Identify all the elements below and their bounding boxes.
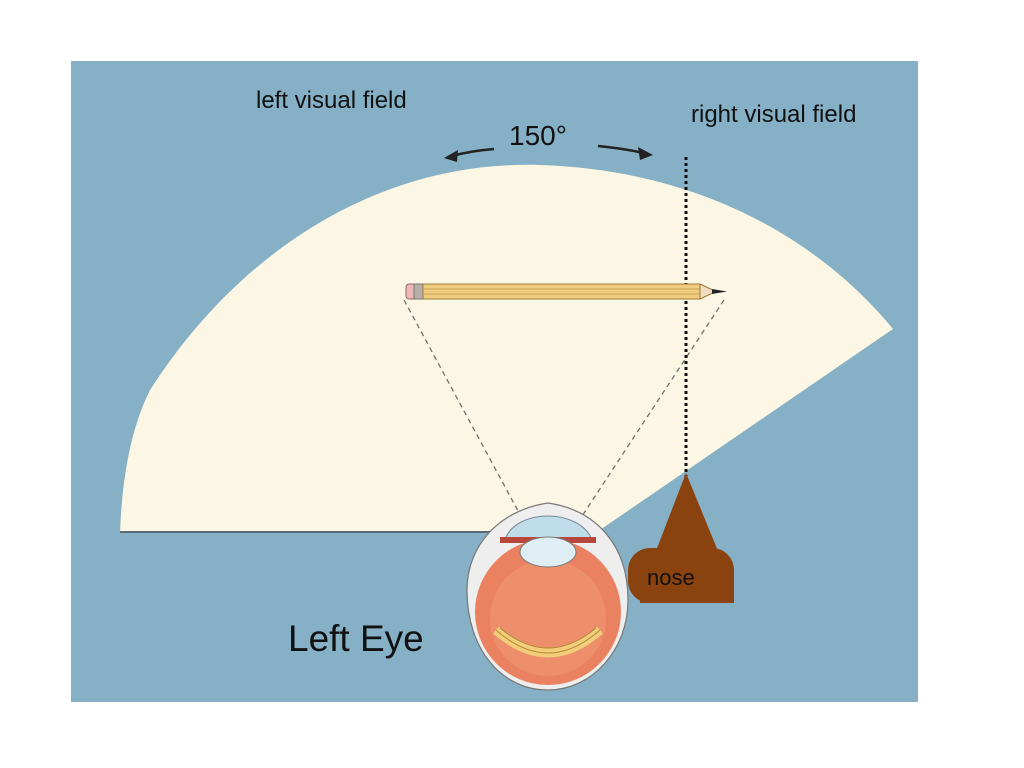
pencil-icon: [405, 283, 727, 300]
nose-icon: [628, 473, 734, 603]
left-visual-field-label: left visual field: [256, 87, 407, 114]
right-visual-field-label: right visual field: [691, 101, 857, 128]
angle-label: 150°: [509, 120, 567, 151]
visual-field-region: [120, 164, 893, 532]
eye-cross-section-icon: [466, 502, 629, 691]
nose-label: nose: [647, 565, 695, 590]
left-eye-label: Left Eye: [288, 618, 424, 659]
angle-arrow-right: [597, 144, 653, 160]
angle-arrow-left: [444, 147, 495, 162]
